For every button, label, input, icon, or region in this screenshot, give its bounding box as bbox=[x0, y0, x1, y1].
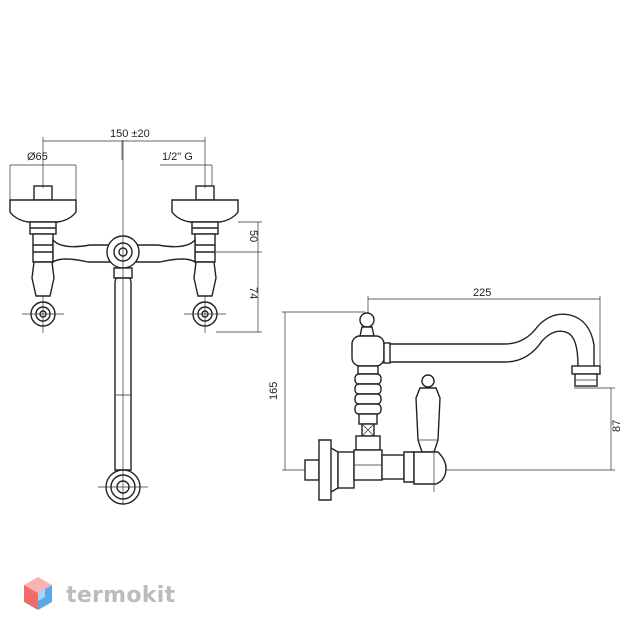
dimension-reach: 225 bbox=[367, 287, 601, 375]
right-inlet bbox=[171, 185, 239, 333]
dimension-thread: 1/2" G bbox=[160, 151, 213, 186]
dimension-thread-label: 1/2" G bbox=[162, 151, 193, 163]
logo-icon bbox=[24, 577, 52, 610]
dimension-total-height: 165 bbox=[268, 311, 365, 471]
dimension-heights: 50 74 bbox=[216, 221, 262, 333]
side-body bbox=[351, 312, 391, 451]
side-spout bbox=[386, 313, 601, 387]
dimension-reach-label: 225 bbox=[473, 287, 491, 299]
dimension-spout-height-label: 87 bbox=[611, 420, 623, 432]
dimension-spacing: 150 ±20 bbox=[42, 128, 206, 188]
dimension-diameter-label: Ø65 bbox=[27, 151, 48, 163]
side-wall-connection bbox=[304, 439, 415, 501]
dimension-height-lower-label: 74 bbox=[247, 287, 259, 299]
brand-name: termokit bbox=[66, 582, 176, 608]
dimension-spout-height: 87 bbox=[440, 387, 623, 471]
bridge-arm bbox=[52, 235, 196, 269]
brand-logo: termokit bbox=[22, 577, 175, 613]
logo-icon-spacer bbox=[22, 577, 58, 613]
dimension-total-height-label: 165 bbox=[268, 382, 280, 400]
dimension-diameter: Ø65 bbox=[9, 151, 77, 200]
dimension-spacing-label: 150 ±20 bbox=[110, 128, 150, 140]
side-handle bbox=[413, 374, 447, 492]
side-view: 225 165 87 bbox=[268, 287, 623, 501]
left-inlet bbox=[9, 185, 77, 333]
dimension-height-upper-label: 50 bbox=[247, 230, 259, 242]
front-view: 150 ±20 Ø65 1/2" G bbox=[9, 128, 262, 505]
front-spout bbox=[98, 140, 148, 505]
